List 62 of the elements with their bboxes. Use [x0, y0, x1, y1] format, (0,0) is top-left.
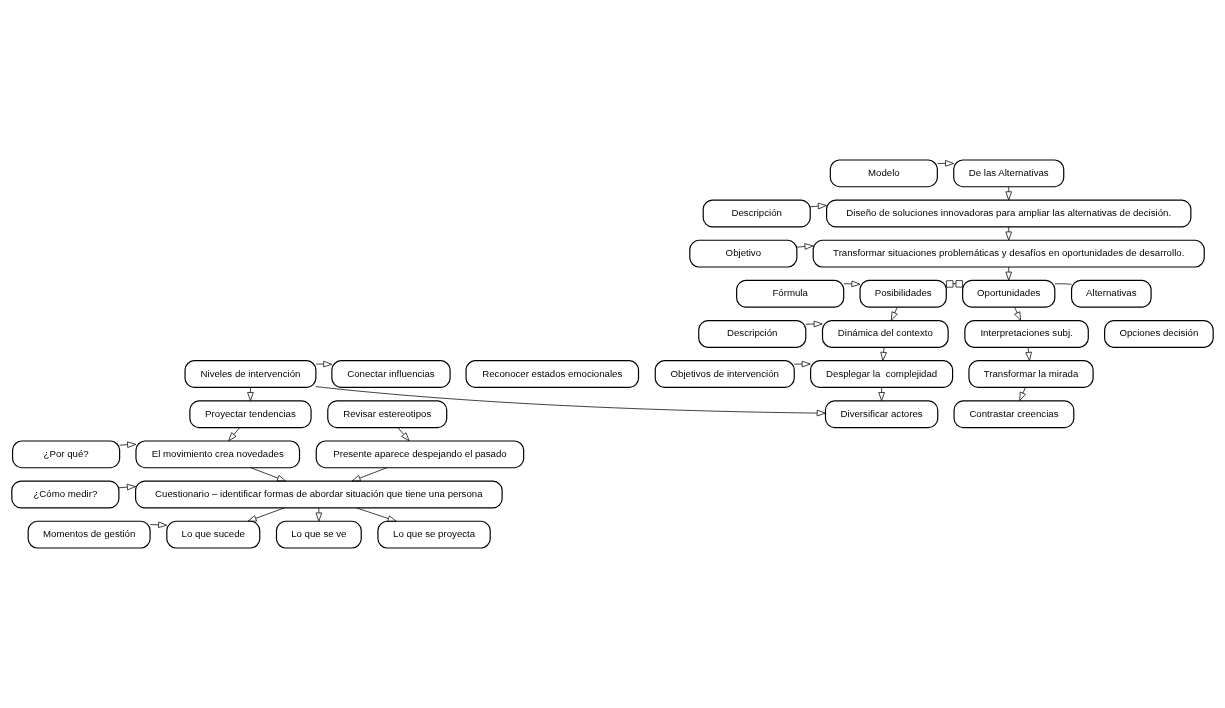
arrow: [247, 507, 285, 522]
arrow: [890, 306, 898, 321]
node-box: Diseño de soluciones innovadoras para ampliar las alternativas de decisión.: [826, 199, 1192, 228]
node-box: De las Alternativas: [953, 159, 1065, 188]
node-box: Objetivo: [689, 239, 798, 268]
node-box: Objetivos de intervención: [654, 360, 795, 389]
node-box: Modelo: [829, 159, 938, 188]
node-box: Proyectar tendencias: [189, 400, 312, 429]
arrow: [810, 202, 827, 210]
node-box: ¿Por qué?: [12, 440, 121, 469]
node-box: Interpretaciones subj.: [964, 319, 1089, 348]
arrow: [315, 507, 323, 522]
arrow: [356, 507, 397, 522]
node-box: Transformar la mirada: [968, 360, 1094, 389]
arrow: [118, 483, 136, 491]
arrow: [796, 243, 814, 250]
arrow: [937, 160, 954, 167]
arrow: [250, 467, 287, 482]
arrow: [149, 521, 168, 528]
arrow: [1005, 226, 1012, 241]
arrow: [1019, 387, 1026, 402]
arrow: [228, 427, 241, 442]
arrow: [315, 360, 333, 368]
arrow: [351, 467, 388, 482]
arrow: [1005, 186, 1012, 201]
arrow: [119, 441, 137, 448]
node-box: Revisar estereotipos: [327, 400, 448, 429]
arrow: [805, 320, 823, 328]
node-box: Presente aparece despejando el pasado: [315, 440, 525, 469]
node-box: Transformar situaciones problemáticas y desafíos en oportunidades de desarrollo.: [812, 239, 1205, 268]
arrow: [878, 387, 885, 402]
node-box: Fórmula: [736, 279, 845, 308]
arrow: [880, 346, 887, 361]
arrow: [793, 360, 811, 368]
node-box: Lo que se proyecta: [377, 520, 491, 549]
arrow: [1014, 306, 1021, 321]
node-box: Conectar influencias: [331, 360, 451, 389]
node-box: Dinámica del contexto: [821, 319, 949, 348]
arrow: [1025, 346, 1032, 361]
arrow: [315, 386, 826, 417]
connector: [1054, 283, 1072, 285]
arrow: [247, 387, 254, 402]
node-box: Contrastar creencias: [953, 400, 1075, 429]
node-box: ¿Cómo medir?: [11, 480, 120, 509]
arrow: [1005, 266, 1012, 281]
node-box: Alternativas: [1070, 279, 1152, 308]
node-box: Desplegar la complejidad: [810, 360, 954, 389]
node-box: Posibilidades: [859, 279, 947, 308]
node-box: Diversificar actores: [824, 400, 939, 429]
node-box: Descripción: [698, 319, 807, 348]
node-box: Lo que sucede: [166, 520, 261, 549]
arrow: [397, 427, 410, 442]
node-box: Reconocer estados emocionales: [465, 360, 640, 389]
node-box: Niveles de intervención: [184, 360, 317, 389]
node-box: Momentos de gestión: [27, 520, 151, 549]
node-box: Descripción: [702, 199, 811, 228]
node-box: Lo que se ve: [275, 520, 362, 549]
node-box: Oportunidades: [962, 279, 1056, 308]
node-box: El movimiento crea novedades: [135, 440, 301, 469]
node-box: Opciones decisión: [1104, 319, 1214, 348]
node-box: Cuestionario – identificar formas de abordar situación que tiene una persona: [135, 480, 503, 509]
arrow: [843, 280, 861, 288]
